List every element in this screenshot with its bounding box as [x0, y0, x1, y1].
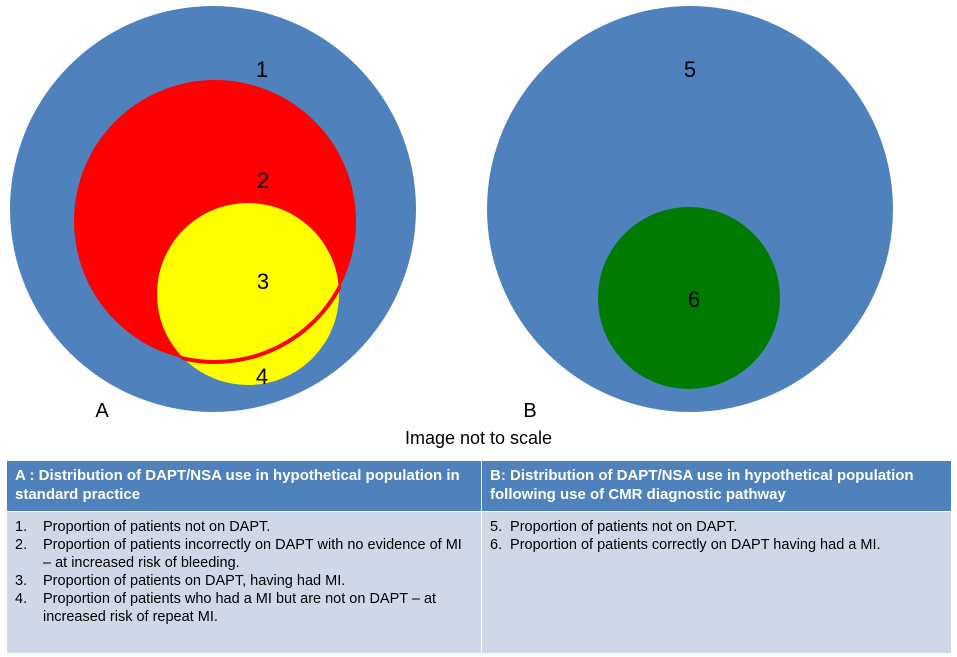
legend-table: A : Distribution of DAPT/NSA use in hypo…: [6, 460, 952, 654]
legend-item: 1.Proportion of patients not on DAPT.: [15, 519, 271, 535]
region-6-label: 6: [688, 287, 700, 312]
legend-header-a: A : Distribution of DAPT/NSA use in hypo…: [6, 460, 482, 512]
region-4-label: 4: [256, 364, 268, 389]
region-2-boundary: [155, 201, 341, 364]
legend-cell-a: 1.Proportion of patients not on DAPT. 2.…: [6, 511, 482, 654]
region-6-circle: [598, 207, 780, 389]
legend-item: 5. Proportion of patients not on DAPT.: [490, 519, 738, 535]
legend-list-a: 1.Proportion of patients not on DAPT. 2.…: [15, 518, 473, 626]
venn-diagram: 1 2 3 4 A 5 6 B: [10, 6, 893, 422]
legend-header-b: B: Distribution of DAPT/NSA use in hypot…: [481, 460, 952, 512]
panel-a-label: A: [95, 400, 109, 422]
legend-item: 2.Proportion of patients incorrectly on …: [15, 537, 462, 571]
region-3-label: 3: [257, 269, 269, 294]
region-1-label: 1: [256, 57, 268, 82]
panel-b: 5 6 B: [487, 6, 893, 422]
legend-cell-b: 5. Proportion of patients not on DAPT. 6…: [481, 511, 952, 654]
region-5-label: 5: [684, 57, 696, 82]
legend-item: 3.Proportion of patients on DAPT, having…: [15, 573, 346, 589]
region-2-label: 2: [257, 168, 269, 193]
panel-a: 1 2 3 4 A: [10, 6, 416, 422]
panel-b-label: B: [523, 400, 536, 422]
legend-item: 4.Proportion of patients who had a MI bu…: [15, 591, 437, 625]
diagram-caption: Image not to scale: [404, 428, 553, 448]
legend-item: 6. Proportion of patients correctly on D…: [490, 537, 881, 553]
legend-list-b: 5. Proportion of patients not on DAPT. 6…: [490, 518, 943, 554]
